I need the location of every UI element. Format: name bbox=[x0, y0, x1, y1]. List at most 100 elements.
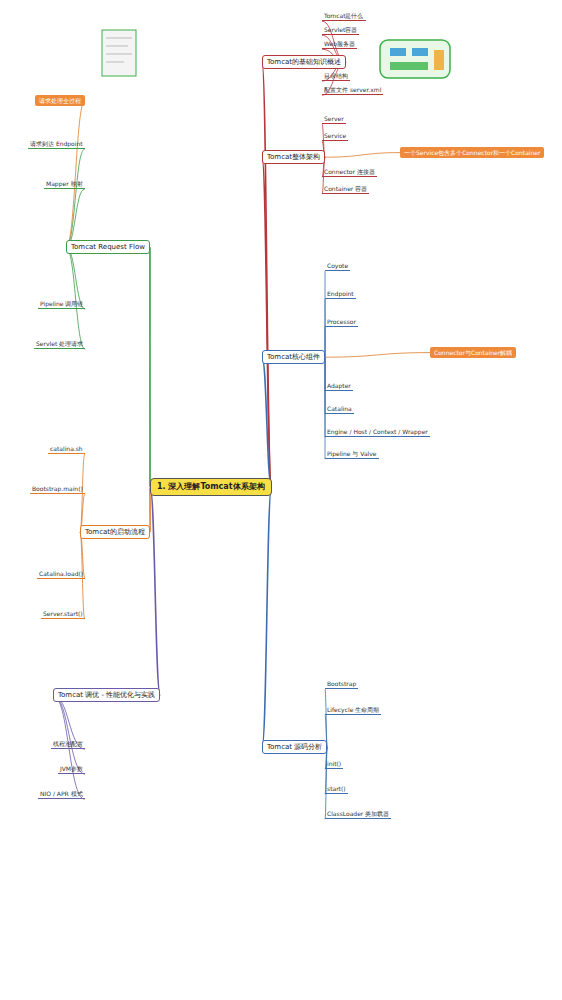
branch-topic: Tomcat 调优 - 性能优化与实践 bbox=[53, 688, 160, 702]
topic-text: Connector与Container解耦 bbox=[434, 349, 512, 356]
leaf-topic: Catalina.load() bbox=[37, 570, 85, 579]
leaf-topic: Service bbox=[322, 132, 348, 141]
leaf-topic: Server bbox=[322, 115, 346, 124]
topic-text: Container 容器 bbox=[324, 185, 367, 192]
branch-connector bbox=[262, 157, 272, 487]
leaf-topic: Bootstrap.main() bbox=[30, 485, 85, 494]
leaf-topic: init() bbox=[325, 760, 343, 769]
leaf-topic: Web服务器 bbox=[322, 40, 357, 49]
topic-text: 请求到达 Endpoint bbox=[30, 140, 83, 147]
topic-text: Server.start() bbox=[43, 610, 83, 617]
topic-text: catalina.sh bbox=[50, 445, 83, 452]
topic-text: Tomcat Request Flow bbox=[71, 243, 145, 251]
diagram-thumbnail bbox=[380, 40, 450, 78]
leaf-topic: Bootstrap bbox=[325, 680, 358, 689]
topic-text: ClassLoader 类加载器 bbox=[327, 810, 389, 817]
branch-connector bbox=[66, 247, 85, 349]
branch-connector bbox=[325, 271, 326, 357]
topic-text: Tomcat核心组件 bbox=[267, 353, 320, 361]
leaf-topic: Processor bbox=[325, 318, 358, 327]
topic-text: Pipeline 与 Valve bbox=[327, 450, 377, 457]
leaf-topic: Catalina bbox=[325, 405, 354, 414]
branch-topic: Tomcat Request Flow bbox=[66, 240, 150, 254]
topic-text: Tomcat是什么 bbox=[324, 12, 364, 19]
branch-connector bbox=[325, 353, 430, 358]
branch-connector bbox=[325, 689, 327, 747]
central-topic: 1. 深入理解Tomcat体系架构 bbox=[150, 478, 272, 496]
branch-connector bbox=[66, 149, 85, 247]
leaf-topic: Tomcat是什么 bbox=[322, 12, 366, 21]
branch-connector bbox=[262, 487, 272, 747]
topic-text: start() bbox=[327, 785, 346, 792]
topic-text: Lifecycle 生命周期 bbox=[327, 706, 379, 713]
topic-text: Mapper 映射 bbox=[46, 180, 83, 187]
branch-connector bbox=[262, 357, 272, 487]
branch-connector bbox=[66, 101, 85, 248]
branch-connector bbox=[325, 299, 326, 357]
topic-text: Processor bbox=[327, 318, 356, 325]
topic-text: Tomcat的基础知识概述 bbox=[267, 58, 341, 66]
topic-text: 一个Service包含多个Connector和一个Container bbox=[404, 149, 540, 156]
topic-text: Pipeline 调用链 bbox=[40, 300, 83, 307]
topic-text: Tomcat的启动流程 bbox=[85, 528, 145, 536]
leaf-topic: 配置文件 server.xml bbox=[322, 86, 383, 95]
leaf-topic: Endpoint bbox=[325, 290, 356, 299]
topic-text: Adapter bbox=[327, 382, 351, 389]
topic-text: Bootstrap.main() bbox=[32, 485, 83, 492]
topic-text: Service bbox=[324, 132, 346, 139]
topic-text: Coyote bbox=[327, 262, 348, 269]
topic-text: Tomcat 源码分析 bbox=[267, 743, 322, 751]
topic-text: Catalina bbox=[327, 405, 352, 412]
leaf-topic: Container 容器 bbox=[322, 185, 369, 194]
branch-connector bbox=[325, 153, 400, 158]
leaf-topic: Lifecycle 生命周期 bbox=[325, 706, 381, 715]
topic-text: Servlet容器 bbox=[324, 26, 357, 33]
callout-note: 请求处理全过程 bbox=[35, 95, 85, 106]
leaf-topic: ClassLoader 类加载器 bbox=[325, 810, 391, 819]
topic-text: Connector 连接器 bbox=[324, 168, 375, 175]
topic-text: Catalina.load() bbox=[39, 570, 83, 577]
leaf-topic: catalina.sh bbox=[48, 445, 85, 454]
leaf-topic: Connector 连接器 bbox=[322, 168, 377, 177]
leaf-topic: Servlet容器 bbox=[322, 26, 359, 35]
topic-text: Endpoint bbox=[327, 290, 354, 297]
branch-topic: Tomcat整体架构 bbox=[262, 150, 325, 164]
topic-text: Tomcat 调优 - 性能优化与实践 bbox=[58, 691, 155, 699]
leaf-topic: NIO / APR 模式 bbox=[38, 790, 85, 799]
branch-connector bbox=[262, 62, 272, 487]
leaf-topic: Adapter bbox=[325, 382, 353, 391]
topic-text: 配置文件 server.xml bbox=[324, 86, 381, 93]
topic-text: Server bbox=[324, 115, 344, 122]
topic-text: Tomcat整体架构 bbox=[267, 153, 320, 161]
branch-connector bbox=[66, 189, 85, 247]
topic-text: 请求处理全过程 bbox=[39, 97, 81, 104]
topic-text: JVM参数 bbox=[60, 765, 83, 772]
leaf-topic: Engine / Host / Context / Wrapper bbox=[325, 428, 430, 437]
branch-topic: Tomcat的基础知识概述 bbox=[262, 55, 346, 69]
leaf-topic: 目录结构 bbox=[322, 72, 350, 81]
branch-connector bbox=[325, 747, 327, 819]
branch-connector bbox=[149, 247, 151, 487]
leaf-topic: 请求到达 Endpoint bbox=[28, 140, 85, 149]
topic-text: NIO / APR 模式 bbox=[40, 790, 83, 797]
topic-text: Bootstrap bbox=[327, 680, 356, 687]
branch-connector bbox=[53, 695, 85, 799]
topic-text: Servlet 处理请求 bbox=[36, 340, 83, 347]
leaf-topic: start() bbox=[325, 785, 348, 794]
leaf-topic: 线程池配置 bbox=[51, 740, 85, 749]
topic-text: Web服务器 bbox=[324, 40, 355, 47]
topic-text: Engine / Host / Context / Wrapper bbox=[327, 428, 428, 435]
leaf-topic: JVM参数 bbox=[58, 765, 85, 774]
branch-topic: Tomcat的启动流程 bbox=[80, 525, 150, 539]
callout-note: 一个Service包含多个Connector和一个Container bbox=[400, 147, 544, 158]
topic-text: 目录结构 bbox=[324, 72, 348, 79]
leaf-topic: Mapper 映射 bbox=[44, 180, 85, 189]
branch-connector bbox=[150, 487, 160, 695]
leaf-topic: Servlet 处理请求 bbox=[34, 340, 85, 349]
branch-connector bbox=[53, 695, 85, 774]
leaf-topic: Pipeline 与 Valve bbox=[325, 450, 379, 459]
topic-text: 线程池配置 bbox=[53, 740, 83, 747]
leaf-topic: Server.start() bbox=[41, 610, 85, 619]
branch-topic: Tomcat 源码分析 bbox=[262, 740, 327, 754]
